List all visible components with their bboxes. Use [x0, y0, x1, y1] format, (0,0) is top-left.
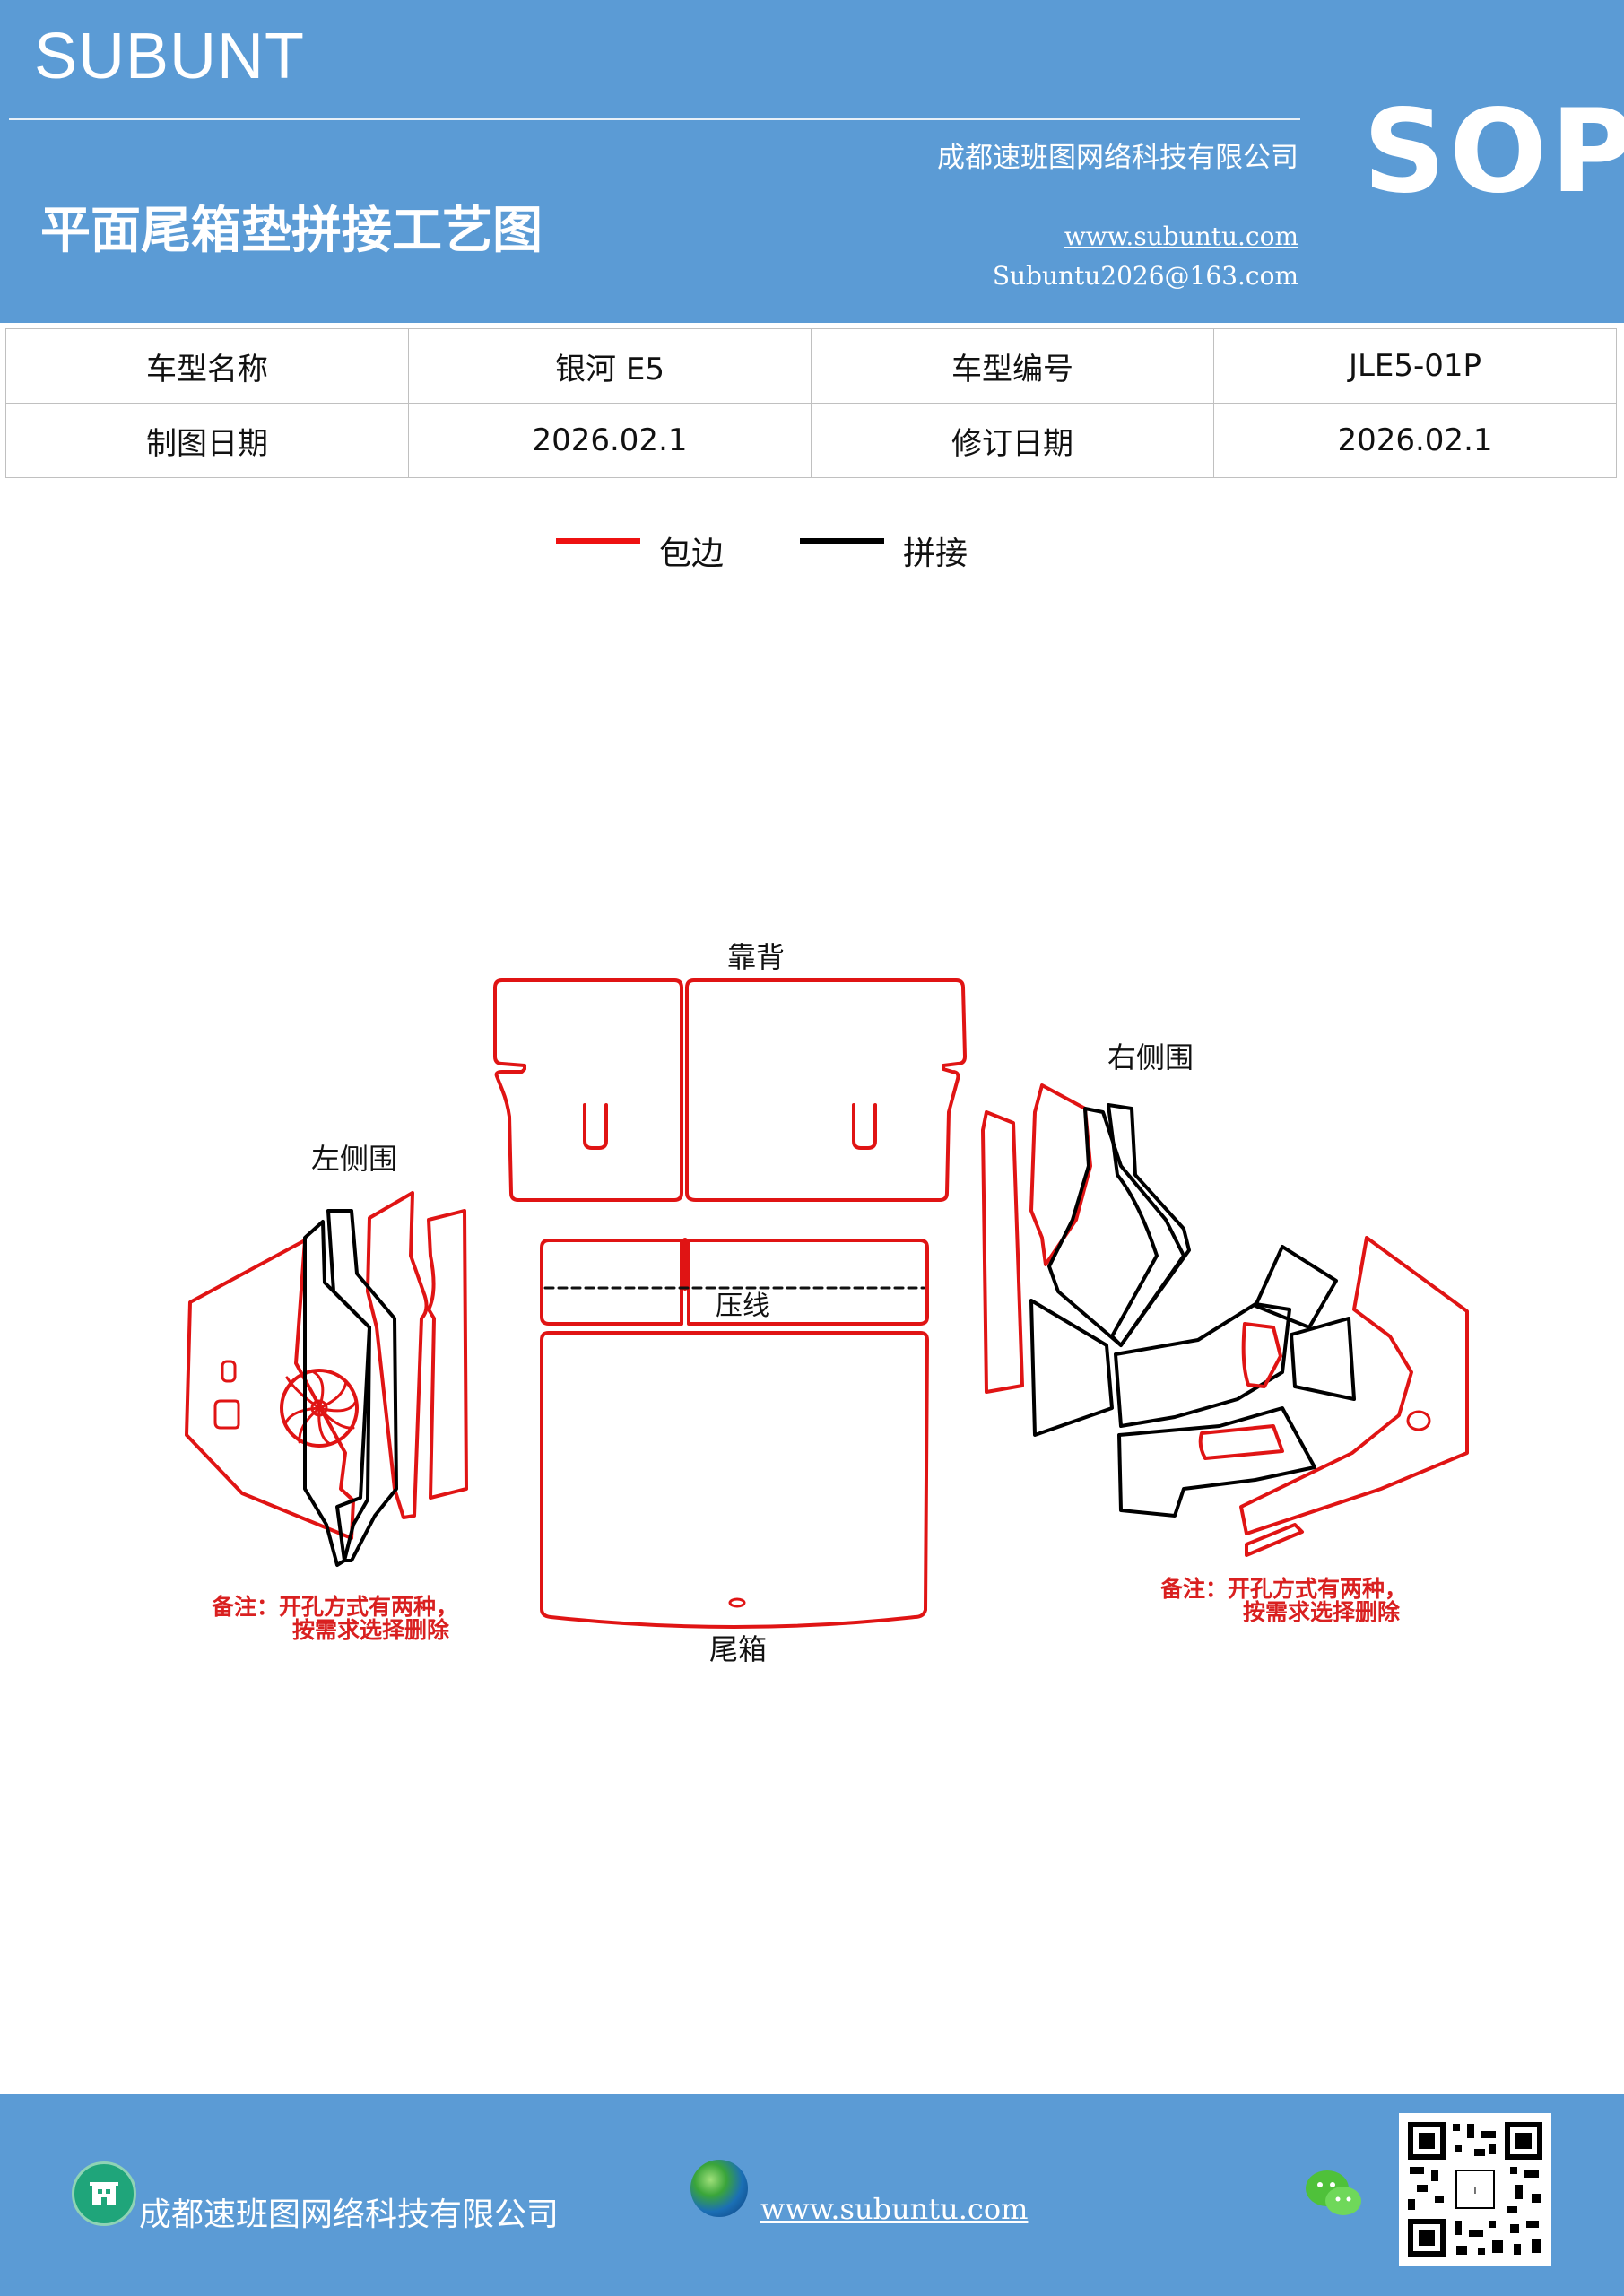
value-draw-date: 2026.02.1	[408, 403, 812, 478]
backrest-right-notch	[852, 1103, 877, 1150]
value-revision-date: 2026.02.1	[1213, 403, 1617, 478]
value-model-name: 银河 E5	[408, 328, 812, 404]
left-side-vent-hub	[310, 1399, 328, 1417]
left-side-strip-outer	[366, 1191, 429, 1519]
vehicle-info-table: 车型名称 银河 E5 车型编号 JLE5-01P 制图日期 2026.02.1 …	[5, 328, 1617, 478]
note-right-line-2: 按需求选择删除	[1243, 1599, 1401, 1625]
right-side-hook	[1245, 1523, 1304, 1557]
right-side-mid-patch	[1290, 1317, 1356, 1401]
right-side-lower-left	[1029, 1299, 1114, 1437]
header-divider	[9, 118, 1300, 120]
left-side-edge-strip	[427, 1209, 468, 1500]
left-side-slot-1	[221, 1360, 237, 1383]
label-press-line: 压线	[716, 1291, 769, 1322]
brand-name: SUBUNT	[34, 21, 306, 92]
label-left-side: 左侧围	[311, 1142, 397, 1176]
legend-swatch-seam	[800, 538, 884, 544]
note-right-line-1: 备注：开孔方式有两种，	[1159, 1576, 1407, 1602]
label-model-name: 车型名称	[5, 328, 409, 404]
left-side-vent-ring	[280, 1369, 359, 1448]
right-side-vent-red	[1241, 1322, 1282, 1388]
label-model-code: 车型编号	[811, 328, 1214, 404]
svg-text:T: T	[1472, 2185, 1479, 2196]
wechat-icon	[1306, 2170, 1361, 2215]
press-panel-right	[687, 1239, 929, 1326]
document-title: 平面尾箱垫拼接工艺图	[40, 202, 543, 260]
label-revision-date: 修订日期	[811, 403, 1214, 478]
right-side-small-hole	[1406, 1410, 1431, 1431]
right-side-outer-red	[1239, 1236, 1469, 1535]
label-backrest: 靠背	[727, 940, 785, 974]
right-side-top-patch	[1254, 1245, 1338, 1329]
note-left-line-2: 按需求选择删除	[292, 1617, 450, 1643]
label-trunk: 尾箱	[709, 1632, 767, 1666]
legend-label-edge: 包边	[659, 535, 725, 572]
left-side-strip-mid	[303, 1220, 371, 1567]
trunk-hole	[728, 1597, 746, 1608]
right-side-curve-strip	[1107, 1103, 1191, 1347]
sop-badge: SOP	[1363, 85, 1624, 219]
trunk-panel	[540, 1331, 929, 1629]
backrest-right-panel	[685, 978, 967, 1202]
note-left-line-1: 备注：开孔方式有两种，	[211, 1594, 458, 1620]
header-banner: SUBUNT SOP 成都速班图网络科技有限公司 平面尾箱垫拼接工艺图 www.…	[0, 0, 1624, 323]
backrest-left-notch	[583, 1103, 608, 1150]
table-row: 车型名称 银河 E5 车型编号 JLE5-01P	[5, 328, 1617, 404]
legend: 包边 拼接	[0, 529, 1624, 574]
table-row: 制图日期 2026.02.1 修订日期 2026.02.1	[5, 403, 1617, 478]
header-company-name: 成都速班图网络科技有限公司	[937, 142, 1298, 174]
left-side-vent-blades	[283, 1370, 357, 1446]
qr-code: T	[1399, 2113, 1551, 2266]
label-right-side: 右侧围	[1107, 1040, 1194, 1074]
building-icon	[72, 2161, 136, 2226]
right-side-upper-black	[1047, 1107, 1185, 1347]
right-side-bottom-black	[1117, 1406, 1316, 1518]
right-side-lower-mid	[1114, 1302, 1291, 1428]
right-side-slot-red	[1198, 1424, 1284, 1460]
legend-swatch-edge	[556, 538, 640, 544]
footer-website-link[interactable]: www.subuntu.com	[760, 2192, 1029, 2226]
label-draw-date: 制图日期	[5, 403, 409, 478]
legend-label-seam: 拼接	[903, 535, 968, 572]
header-email: Subuntu2026@163.com	[992, 261, 1298, 291]
value-model-code: JLE5-01P	[1213, 328, 1617, 404]
right-side-upper-red	[1029, 1083, 1092, 1266]
right-side-tall-strip	[981, 1110, 1024, 1394]
left-side-slot-2	[213, 1399, 240, 1430]
backrest-left-panel	[493, 978, 683, 1202]
header-website-link[interactable]: www.subuntu.com	[1064, 222, 1298, 251]
press-panel-left	[540, 1239, 683, 1326]
footer-company-name: 成都速班图网络科技有限公司	[139, 2196, 560, 2233]
globe-icon	[690, 2160, 748, 2217]
